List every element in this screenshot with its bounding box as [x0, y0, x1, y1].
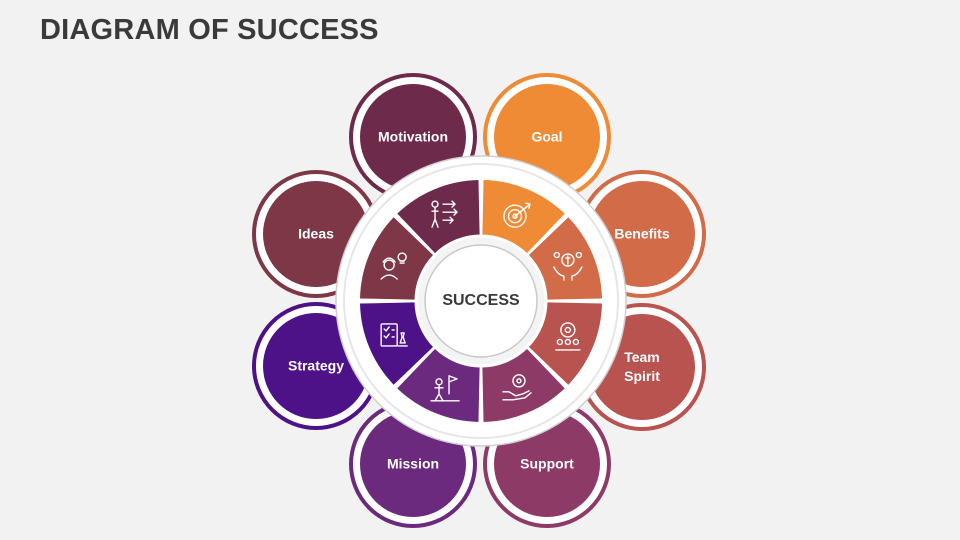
petal-label-6: Mission [386, 455, 440, 472]
target-arrow-icon [503, 202, 531, 228]
petal-label-2: Goal [531, 128, 563, 145]
worker-bulb-icon [380, 252, 407, 280]
hub-layer [414, 234, 548, 368]
hand-gear-icon [502, 374, 532, 401]
hub-core [424, 244, 538, 358]
segment-1 [397, 180, 480, 254]
person-flag-icon [430, 375, 460, 402]
segments-layer [360, 180, 602, 422]
presenter-arrows-icon [431, 200, 458, 228]
page-title: DIAGRAM OF SUCCESS [40, 14, 379, 46]
hands-coins-icon [553, 251, 583, 281]
petal-label-7: Strategy [287, 357, 345, 374]
petal-label-5: Support [520, 455, 574, 472]
petal-label-3: Benefits [614, 225, 670, 242]
petal-label-4: Team Spirit [624, 349, 660, 384]
ring-shadow [343, 163, 619, 439]
petal-label-1: Motivation [378, 128, 448, 145]
center-label: SUCCESS [442, 292, 520, 309]
team-gear-icon [555, 322, 581, 351]
petal-label-8: Ideas [298, 225, 334, 242]
segment-2 [482, 180, 565, 254]
checklist-chess-icon [380, 323, 408, 347]
segment-8 [360, 217, 434, 300]
icons-layer [380, 200, 583, 402]
